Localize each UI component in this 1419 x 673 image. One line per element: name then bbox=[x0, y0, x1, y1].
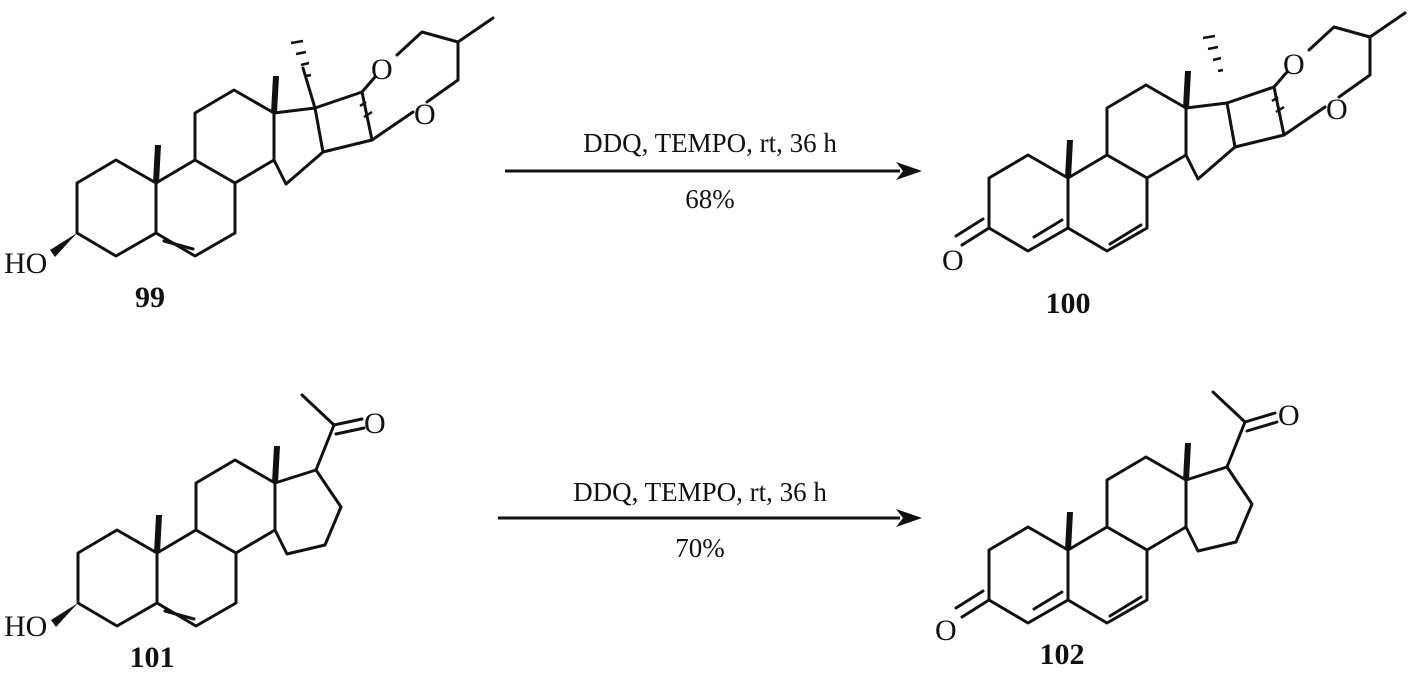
ketone-oxygen-label: O bbox=[364, 407, 386, 440]
reaction-yield: 68% bbox=[685, 184, 735, 214]
compound-number-100: 100 bbox=[1046, 287, 1091, 320]
reaction-2: HO O 101 DDQ, TEMPO, rt, 36 h 70% bbox=[4, 390, 1300, 673]
reaction-arrow-2 bbox=[498, 509, 922, 527]
reaction-arrow-1 bbox=[505, 162, 922, 180]
reaction-conditions: DDQ, TEMPO, rt, 36 h bbox=[573, 477, 827, 507]
ketal-oxygen-label: O bbox=[1283, 48, 1305, 81]
ketal-oxygen-label: O bbox=[1326, 93, 1348, 126]
compound-100-structure: O O O bbox=[942, 11, 1407, 277]
hydroxyl-label: HO bbox=[4, 247, 47, 280]
compound-102-structure: O O bbox=[935, 390, 1300, 647]
compound-101-structure: HO O bbox=[4, 393, 386, 643]
compound-number-102: 102 bbox=[1040, 638, 1085, 671]
compound-number-101: 101 bbox=[130, 641, 175, 673]
ketal-oxygen-label: O bbox=[414, 98, 436, 131]
reaction-yield: 70% bbox=[675, 533, 725, 563]
ketone-oxygen-label: O bbox=[1278, 399, 1300, 432]
reaction-conditions: DDQ, TEMPO, rt, 36 h bbox=[583, 128, 837, 158]
hydroxyl-label: HO bbox=[4, 610, 47, 643]
carbonyl-oxygen-label: O bbox=[942, 244, 964, 277]
compound-99-structure: HO O O bbox=[4, 16, 495, 280]
compound-number-99: 99 bbox=[135, 281, 165, 314]
carbonyl-oxygen-label: O bbox=[935, 614, 957, 647]
ketal-oxygen-label: O bbox=[371, 53, 393, 86]
reaction-1: HO O O 99 DDQ, TEMPO, rt, 36 h 68% bbox=[4, 11, 1407, 320]
